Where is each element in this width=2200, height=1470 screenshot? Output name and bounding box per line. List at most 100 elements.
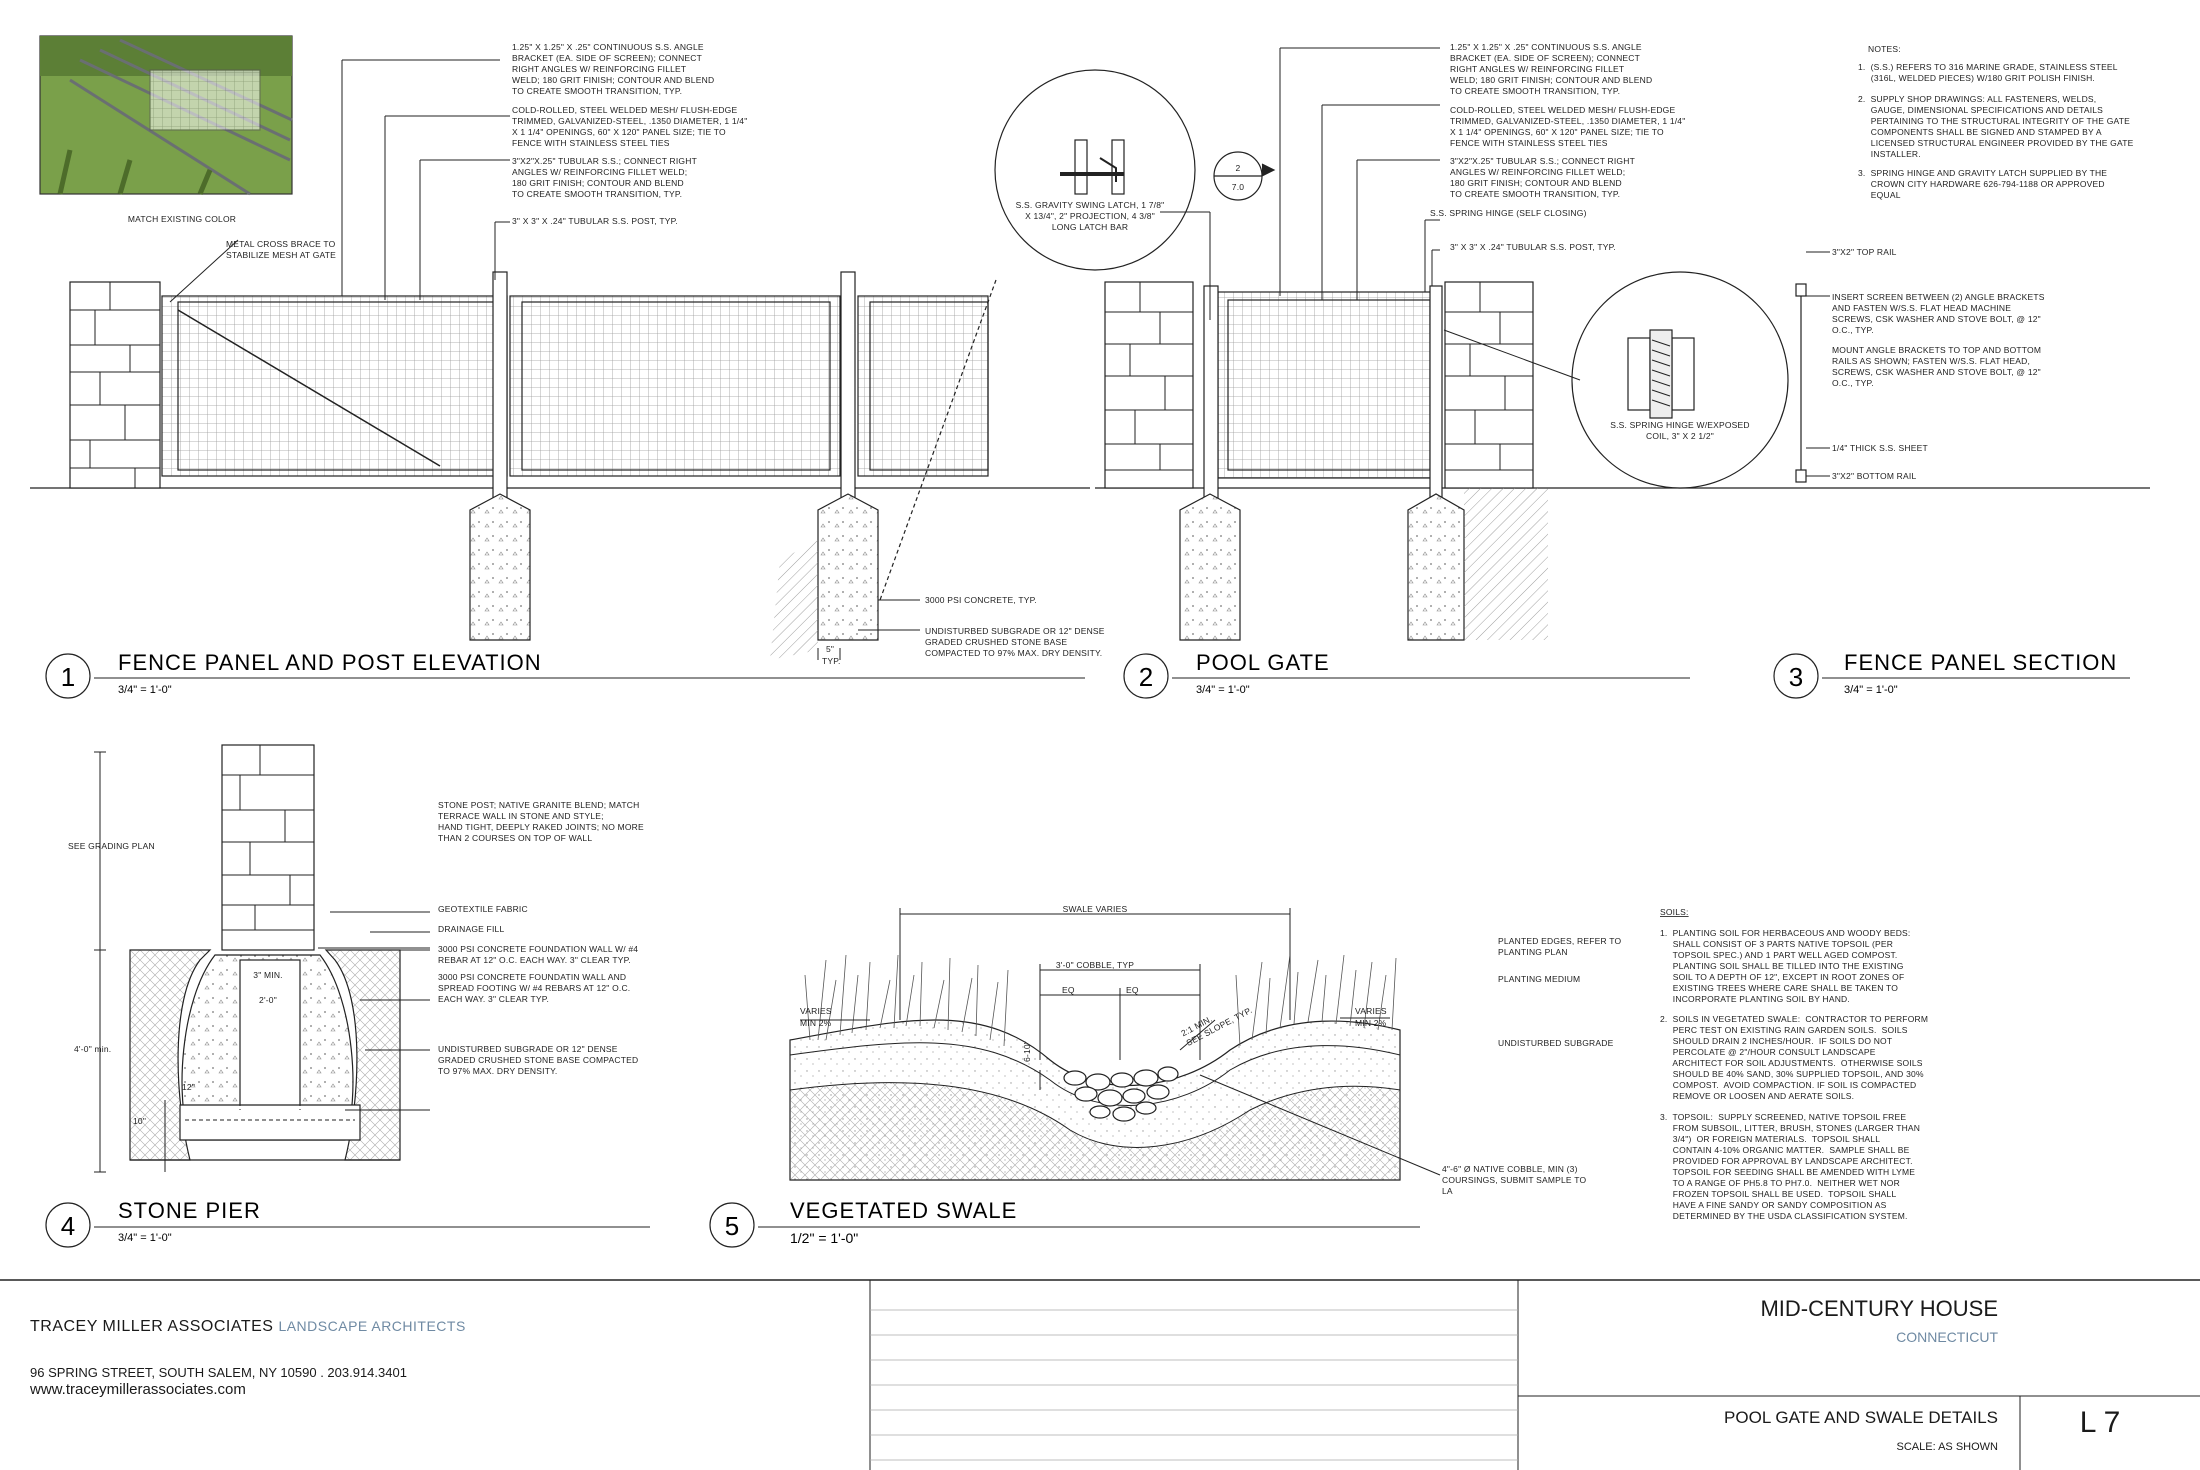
soils-note-3: 3. TOPSOIL: SUPPLY SCREENED, NATIVE TOPS… — [1660, 1112, 1920, 1221]
detail-number: 1 — [61, 662, 75, 692]
d4-drainage: DRAINAGE FILL — [438, 924, 504, 934]
note-1: 1. (S.S.) REFERS TO 316 MARINE GRADE, ST… — [0, 0, 2118, 83]
d3-bottom-rail: 3"X2" BOTTOM RAIL — [1832, 471, 1916, 481]
sheet-title: POOL GATE AND SWALE DETAILS — [1724, 1408, 1998, 1427]
detail-3-notes: 3"X2" TOP RAIL INSERT SCREEN BETWEEN (2)… — [1832, 247, 2045, 481]
d4-dim-foot: 10" — [133, 1116, 146, 1126]
d2-note-hinge: S.S. SPRING HINGE (SELF CLOSING) — [1430, 208, 1587, 218]
d5-depth: 6-10" — [1022, 1041, 1032, 1062]
d5-eq-right: EQ — [1126, 985, 1139, 995]
sheet-scale: SCALE: AS SHOWN — [1896, 1441, 1998, 1453]
d4-dim-depth: 4'-0" min. — [74, 1044, 111, 1054]
note-2: 2. SUPPLY SHOP DRAWINGS: ALL FASTENERS, … — [0, 0, 2134, 159]
detail-1-notes: 1.25" X 1.25" X .25" CONTINUOUS S.S. ANG… — [226, 42, 1105, 666]
project-location: CONNECTICUT — [1896, 1329, 1998, 1345]
detail-number: 5 — [725, 1211, 739, 1241]
detail-scale: 3/4" = 1'-0" — [118, 1232, 172, 1244]
d3-screen: INSERT SCREEN BETWEEN (2) ANGLE BRACKETS… — [1832, 292, 2045, 335]
d4-geotextile: GEOTEXTILE FABRIC — [438, 904, 528, 914]
d3-top-rail: 3"X2" TOP RAIL — [1832, 247, 1897, 257]
site-photo — [39, 35, 293, 196]
detail-title-1: 1 FENCE PANEL AND POST ELEVATION 3/4" = … — [45, 650, 1085, 699]
firm-website[interactable]: www.traceymillerassociates.com — [30, 1381, 246, 1398]
detail-title-4: 4 STONE PIER 3/4" = 1'-0" — [45, 1198, 650, 1248]
d4-dim-toe: 12" — [182, 1082, 195, 1092]
soils-notes: SOILS: 1. PLANTING SOIL FOR HERBACEOUS A… — [1660, 907, 1928, 1221]
grass-plants — [804, 954, 1397, 1047]
detail-5-vegetated-swale — [789, 908, 1441, 1181]
detail-number: 2 — [1139, 662, 1153, 692]
detail-number: 3 — [1789, 662, 1803, 692]
section-marker — [1213, 151, 1276, 201]
section-marker-top: 2 — [1236, 163, 1241, 173]
d1-dim-post: 5"TYP. — [822, 644, 841, 666]
detail-scale: 3/4" = 1'-0" — [1844, 684, 1898, 696]
detail-scale: 3/4" = 1'-0" — [1196, 684, 1250, 696]
d3-sheet: 1/4" THICK S.S. SHEET — [1832, 443, 1928, 453]
d1-note-post: 3" X 3" X .24" TUBULAR S.S. POST, TYP. — [512, 216, 678, 226]
d5-planting-medium: PLANTING MEDIUM — [1498, 974, 1580, 984]
d2-note-mesh: COLD-ROLLED, STEEL WELDED MESH/ FLUSH-ED… — [1450, 105, 1685, 148]
d5-undisturbed: UNDISTURBED SUBGRADE — [1498, 1038, 1614, 1048]
detail-1-fence-elevation: MATCH EXISTING COLOR — [30, 35, 1090, 660]
d5-eq-left: EQ — [1062, 985, 1075, 995]
detail-title: STONE PIER — [118, 1198, 261, 1223]
detail-title: FENCE PANEL AND POST ELEVATION — [118, 650, 542, 675]
d4-dim-width: 2'-0" — [259, 995, 277, 1005]
detail-title: VEGETATED SWALE — [790, 1198, 1017, 1223]
detail-title-2: 2 POOL GATE 3/4" = 1'-0" — [1123, 650, 1690, 699]
detail-title: FENCE PANEL SECTION — [1844, 650, 2117, 675]
stone-pier-left — [69, 281, 161, 489]
detail-title: POOL GATE — [1196, 650, 1330, 675]
firm-address: 96 SPRING STREET, SOUTH SALEM, NY 10590 … — [30, 1365, 407, 1380]
d5-slope: 2:1 MIN.SEE SLOPE, TYP. — [1179, 995, 1253, 1048]
detail-title-5: 5 VEGETATED SWALE 1/2" = 1'-0" — [709, 1198, 1420, 1248]
d4-dim-min: 3" MIN. — [253, 970, 282, 980]
d5-swale-varies: SWALE VARIES — [1063, 904, 1128, 914]
section-marker-bottom: 7.0 — [1232, 182, 1244, 192]
detail-2-notes: S.S. GRAVITY SWING LATCH, 1 7/8"X 13/4",… — [1016, 42, 1750, 441]
stone-pier-gate-right — [1444, 281, 1534, 489]
project-name: MID-CENTURY HOUSE — [1760, 1296, 1998, 1321]
note-3: 3. SPRING HINGE AND GRAVITY LATCH SUPPLI… — [0, 0, 2107, 200]
detail-3-panel-section — [1795, 251, 1830, 483]
photo-caption: MATCH EXISTING COLOR — [128, 214, 236, 224]
spring-hinge-icon — [1627, 329, 1695, 419]
d5-cobble-width: 3'-0" COBBLE, TYP — [1056, 960, 1134, 970]
firm-name: TRACEY MILLER ASSOCIATES LANDSCAPE ARCHI… — [30, 1318, 466, 1336]
detail-number: 4 — [61, 1211, 75, 1241]
d5-cobble-note: 4"-6" Ø NATIVE COBBLE, MIN (3)COURSINGS,… — [1442, 1164, 1586, 1196]
detail-4-stone-pier — [94, 744, 430, 1173]
detail-title-3: 3 FENCE PANEL SECTION 3/4" = 1'-0" — [1773, 650, 2130, 699]
general-notes: NOTES: 1. (S.S.) REFERS TO 316 MARINE GR… — [0, 0, 2134, 200]
firm-subtitle: LANDSCAPE ARCHITECTS — [278, 1318, 466, 1334]
soils-note-2: 2. SOILS IN VEGETATED SWALE: CONTRACTOR … — [1660, 1014, 1928, 1101]
latch-icon — [1060, 139, 1125, 195]
soils-heading: SOILS: — [1660, 907, 1689, 917]
detail-4-notes: SEE GRADING PLAN STONE POST; NATIVE GRAN… — [68, 800, 644, 1126]
detail-scale: 1/2" = 1'-0" — [790, 1230, 858, 1246]
d1-note-concrete: 3000 PSI CONCRETE, TYP. — [925, 595, 1037, 605]
d2-note-angle: 1.25" X 1.25" X .25" CONTINUOUS S.S. ANG… — [1450, 42, 1652, 96]
firm-title: TRACEY MILLER ASSOCIATES — [30, 1318, 274, 1335]
cobble-stones — [1063, 1066, 1179, 1122]
title-block-frame — [0, 1279, 2200, 1470]
detail-scale: 3/4" = 1'-0" — [118, 684, 172, 696]
notes-heading: NOTES: — [1868, 44, 1901, 54]
d4-see-grading: SEE GRADING PLAN — [68, 841, 155, 851]
detail-5-notes: SWALE VARIES 3'-0" COBBLE, TYP EQ EQ VAR… — [800, 904, 1622, 1196]
d1-note-angle: 1.25" X 1.25" X .25" CONTINUOUS S.S. ANG… — [512, 42, 714, 96]
